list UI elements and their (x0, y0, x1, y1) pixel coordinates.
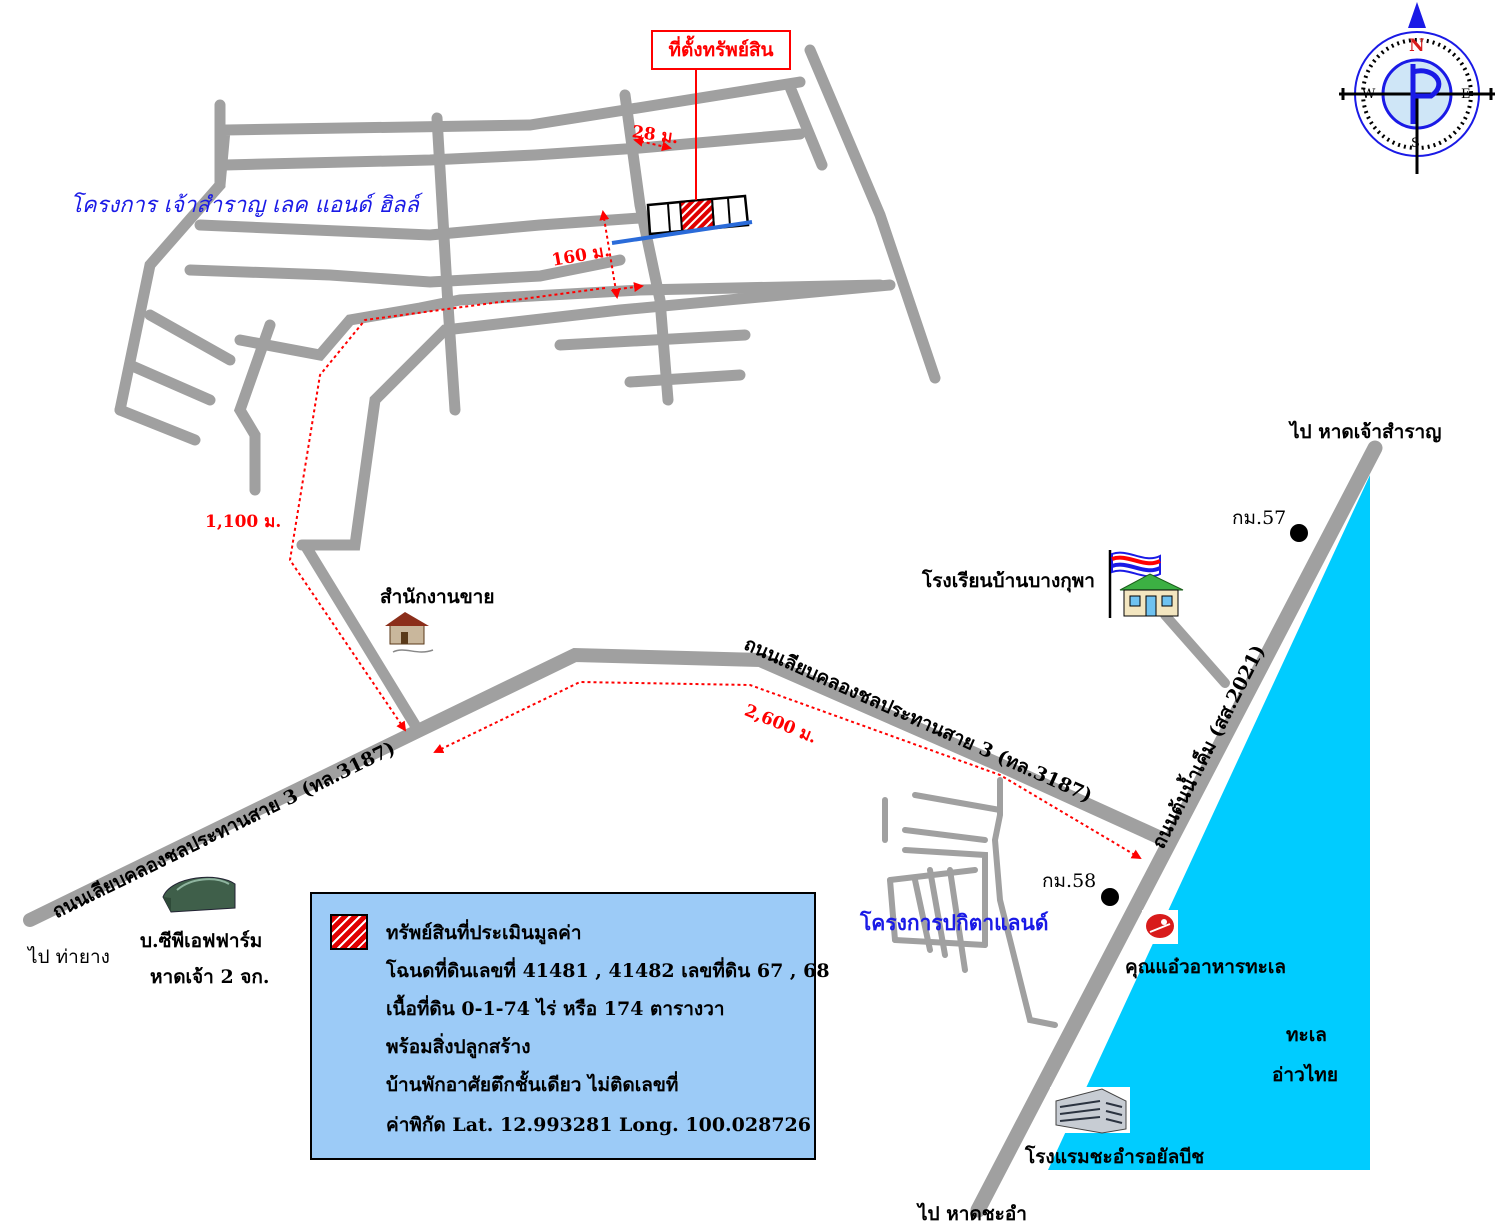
compass-east: E (1461, 87, 1471, 102)
sales-office-label: สำนักงานขาย (380, 586, 495, 608)
compass-south: S (1411, 136, 1420, 151)
sales-office-icon (385, 612, 434, 653)
km58-marker (1101, 888, 1119, 906)
farm-label-line1: บ.ซีพีเอฟฟาร์ม (140, 930, 263, 952)
legend-line-6: ค่าพิกัด Lat. 12.993281 Long. 100.028726 (386, 1114, 811, 1136)
km57-marker (1290, 524, 1308, 542)
restaurant-label: คุณแอ๋วอาหารทะเล (1125, 956, 1287, 978)
property-lots (611, 70, 753, 245)
to-chaam-label: ไป หาดชะอำ (918, 1203, 1027, 1225)
compass-rose (1339, 2, 1495, 174)
km58-label: กม.58 (1042, 870, 1097, 892)
to-thayang-label: ไป ท่ายาง (28, 946, 110, 968)
restaurant-icon (1142, 910, 1178, 944)
compass-west: W (1362, 87, 1376, 102)
village-road-network (114, 44, 941, 731)
farm-label-line2: หาดเจ้า 2 จก. (150, 966, 270, 988)
legend-line-5: บ้านพักอาศัยตึกชั้นเดียว ไม่ติดเลขที่ (386, 1074, 679, 1096)
hotel-icon (1050, 1087, 1130, 1134)
legend-line-3: เนื้อที่ดิน 0-1-74 ไร่ หรือ 174 ตารางวา (386, 998, 725, 1020)
school-icon (1108, 550, 1184, 618)
legend-line-1: ทรัพย์สินที่ประเมินมูลค่า (386, 922, 582, 944)
legend-line-2: โฉนดที่ดินเลขที่ 41481 , 41482 เลขที่ดิน… (386, 960, 830, 982)
project-south-label: โครงการปกิตาแลนด์ (860, 910, 1049, 935)
farm-warehouse-icon (162, 876, 236, 913)
distance-1100m-label: 1,100 ม. (205, 512, 282, 532)
hotel-label: โรงแรมชะอำรอยัลบีช (1025, 1146, 1205, 1168)
subject-property (678, 197, 716, 233)
legend-hatch-swatch (330, 914, 368, 950)
compass-north: N (1409, 36, 1425, 56)
route-lines (288, 136, 1142, 860)
legend-box: ทรัพย์สินที่ประเมินมูลค่า โฉนดที่ดินเลขท… (310, 892, 830, 1160)
sea-label-line1: ทะเล (1286, 1024, 1327, 1046)
sea-label-line2: อ่าวไทย (1272, 1064, 1338, 1086)
sea-area (1048, 475, 1370, 1170)
south-village-roads (882, 777, 1058, 1028)
school-label: โรงเรียนบ้านบางกุพา (922, 570, 1095, 592)
property-location-title: ที่ตั้งทรัพย์สิน (651, 30, 791, 70)
legend-line-4: พร้อมสิ่งปลูกสร้าง (386, 1036, 531, 1058)
project-north-label: โครงการ เจ้าสำราญ เลค แอนด์ ฮิลล์ (70, 193, 419, 218)
to-chaosamran-label: ไป หาดเจ้าสำราญ (1290, 421, 1442, 443)
km57-label: กม.57 (1232, 507, 1287, 529)
